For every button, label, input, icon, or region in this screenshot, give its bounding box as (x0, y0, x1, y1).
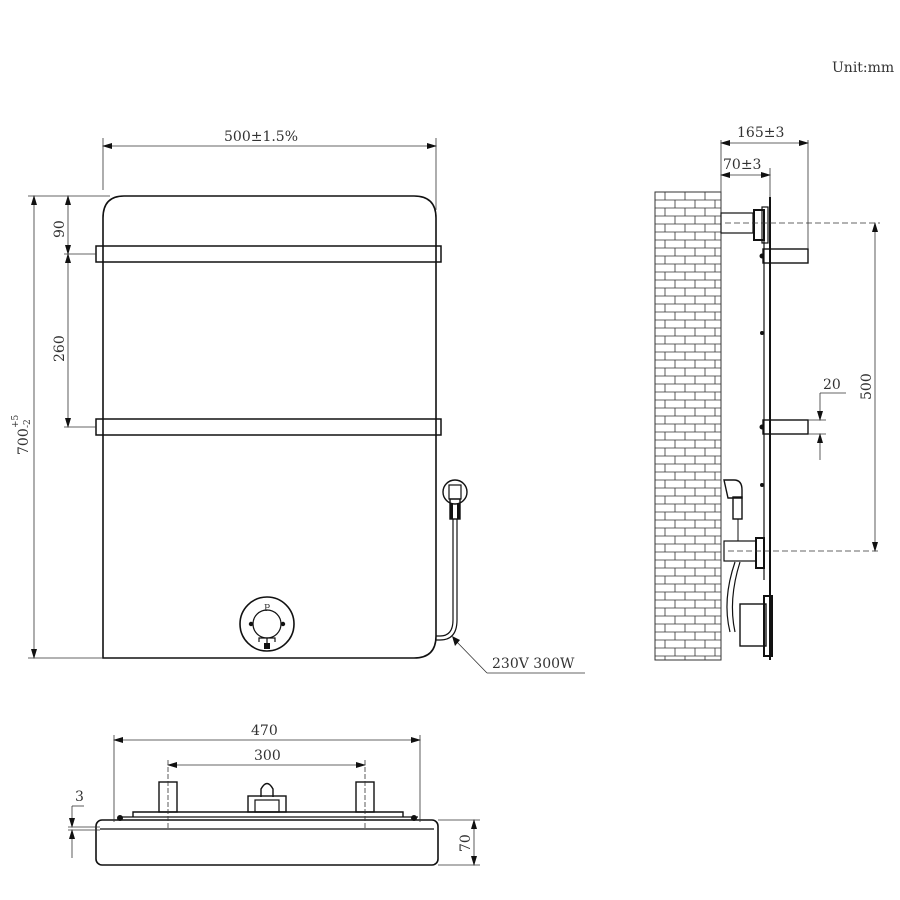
total-depth-label: 165±3 (737, 125, 784, 141)
panel-outline (102, 195, 437, 659)
bar-diameter-label: 20 (823, 377, 841, 393)
svg-text:P: P (264, 604, 270, 614)
power-plug-icon (436, 479, 468, 641)
height-tolerance-minus: -2 (23, 419, 33, 428)
bottom-view: 470 300 3 70 (68, 723, 480, 866)
side-view: 165±3 70±3 500 20 (654, 125, 880, 661)
panel-body (95, 819, 439, 866)
bracket-spacing-bottom-label: 300 (254, 748, 281, 764)
overall-width-label: 470 (251, 723, 278, 739)
brick-wall (654, 191, 722, 661)
unit-label: Unit:mm (832, 60, 894, 76)
panel-thickness-label: 3 (75, 789, 84, 805)
bar-spacing-label: 260 (52, 335, 68, 362)
top-to-bar-label: 90 (52, 220, 68, 238)
power-rating-label: 230V 300W (492, 656, 575, 672)
control-dial-icon: P (239, 596, 295, 652)
width-dimension-label: 500±1.5% (224, 129, 298, 145)
wall-gap-label: 70±3 (723, 157, 761, 173)
height-dimension-label: 700 (16, 428, 32, 455)
bracket-spacing-label: 500 (859, 373, 875, 400)
towel-bar-middle (95, 418, 442, 436)
towel-bar-top (95, 245, 442, 263)
front-view: 500±1.5% 700 +5 -2 90 260 P (11, 129, 585, 674)
height-tolerance-plus: +5 (11, 414, 21, 428)
depth-label: 70 (458, 834, 474, 852)
